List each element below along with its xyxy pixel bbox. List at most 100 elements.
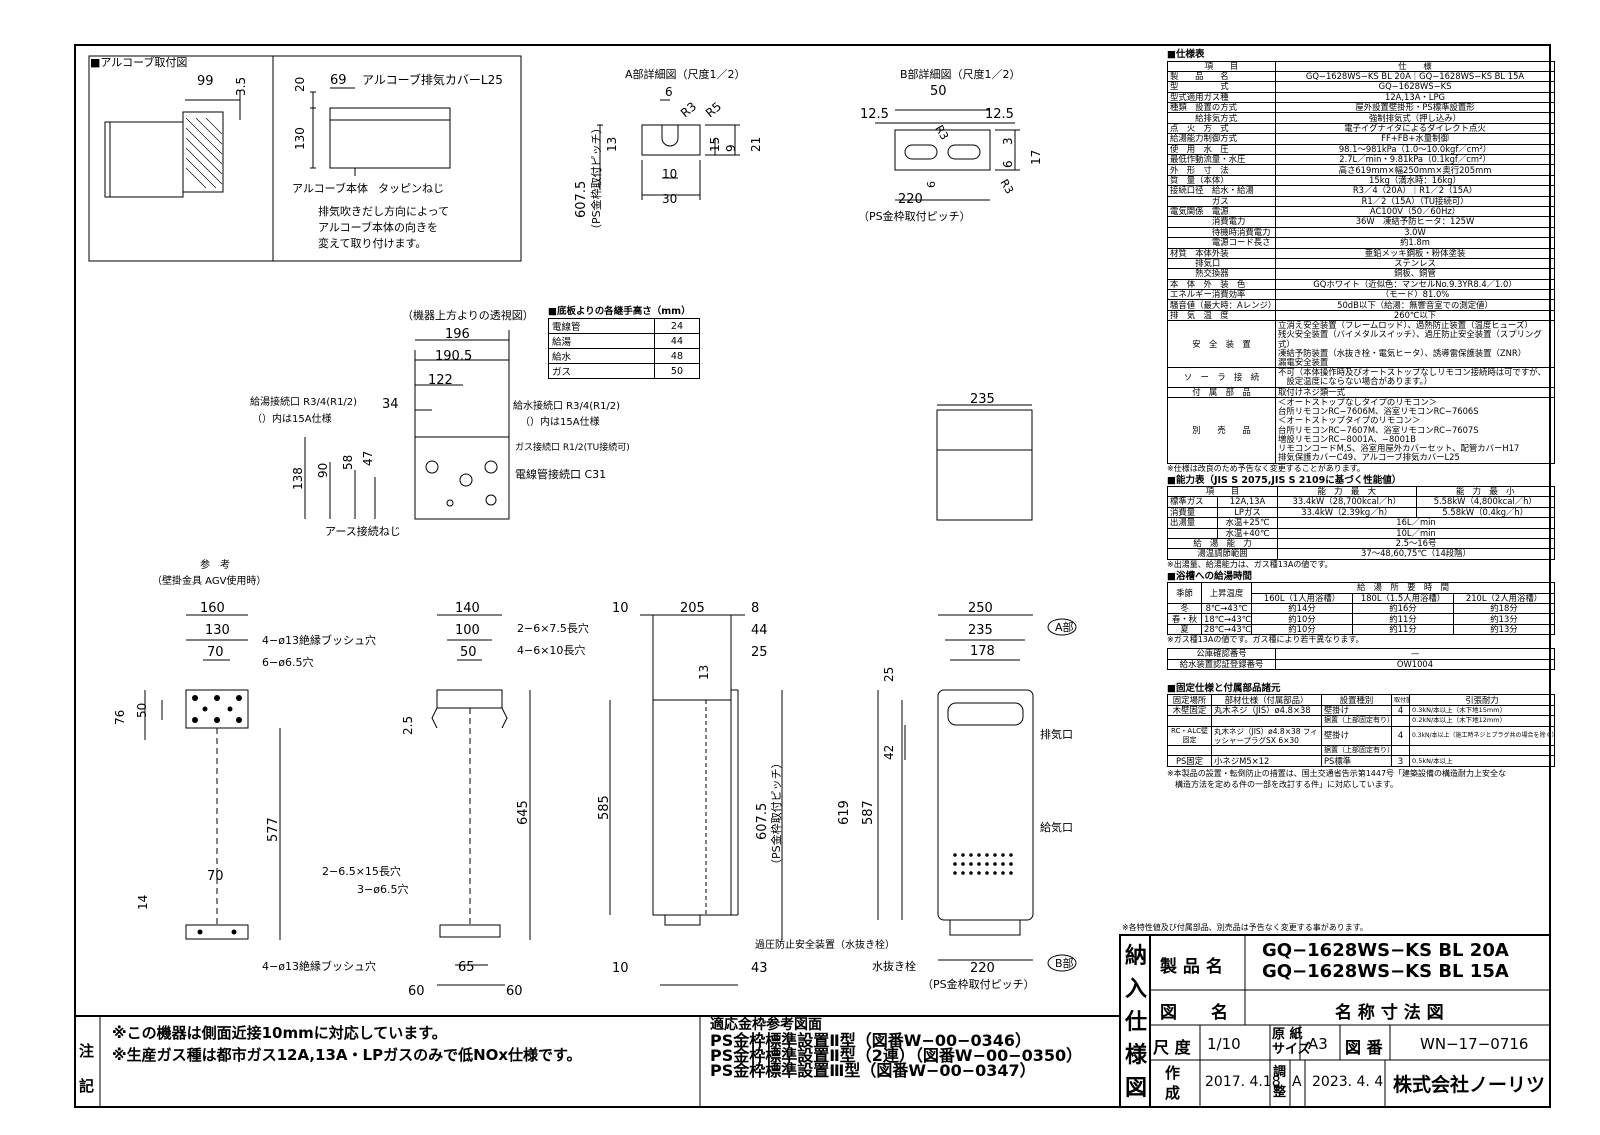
fix-cell: RC・ALC壁固定 (1167, 725, 1212, 747)
detail-a-dim-10: 10 (662, 167, 677, 181)
bath-cell: 春・秋 (1167, 613, 1202, 625)
side-slot-3: 2−6.5×15長穴 (322, 864, 401, 878)
spec-label: 給湯能力制御方式 (1167, 133, 1276, 145)
titleblock-note: ※各特性値及び付属部品、別売品は予告なく変更する事があります。 (1122, 923, 1368, 932)
fix-cell: 丸木ネジ（JIS）ø4.8×38 (1211, 704, 1322, 717)
ref-dim-70: 70 (207, 645, 224, 660)
spec-value: 260℃以下 (1275, 309, 1555, 322)
topview-hot-sub: （）内は15A仕様 (252, 412, 332, 425)
detail-a-dim-30: 30 (662, 192, 677, 206)
fix-head: 設置種別 (1321, 694, 1392, 706)
ref-dim-76: 76 (113, 710, 127, 725)
company-name: 株式会社ノーリツ (1393, 1074, 1546, 1096)
figure-name: 名 称 寸 法 図 (1335, 1003, 1444, 1023)
front-dim-619: 619 (837, 800, 852, 825)
front-dim-178: 178 (970, 644, 995, 659)
detail-b-dim-12-5-r: 12.5 (985, 107, 1014, 122)
detail-a-dim-13: 13 (605, 137, 619, 152)
bath-cell: 28℃→43℃ (1201, 623, 1252, 636)
ability-cell (1167, 527, 1218, 539)
side-slot-2: 4−6×10長穴 (517, 643, 585, 657)
ability-cell: 10L／min (1277, 527, 1555, 539)
spec-value: ステンレス (1275, 257, 1555, 270)
spec-acc-label: 付 属 部 品 (1167, 386, 1276, 399)
titleblock-side: 納 入 仕 様 図 (1122, 940, 1150, 1105)
product-name-2: GQ−1628WS−KS BL 15A (1262, 961, 1509, 982)
ability-title: ■能力表（JIS S 2075,JIS S 2109に基づく性能値） (1167, 474, 1402, 486)
bath-head: 210L（2人用浴槽） (1453, 592, 1555, 605)
detail-b-r3-top: R3 (932, 123, 951, 142)
detail-a-r5: R5 (703, 99, 724, 120)
fix-cell: 据置（上部固定有り） (1321, 715, 1392, 727)
front-dim-235: 235 (968, 623, 993, 638)
detail-a-dim-15: 15 (708, 137, 722, 152)
spec-safety-line: 残火安全装置（バイメタルスイッチ）、過圧防止安全装置（スプリング式） (1278, 329, 1542, 349)
fix-head: 部材仕様（付属部品） (1211, 694, 1322, 706)
ability-cell: 出湯量 (1167, 517, 1218, 529)
bath-cell: 約18分 (1453, 602, 1555, 615)
arcove-dim-3-5: 3.5 (234, 77, 248, 96)
spec-label: 項 目 (1167, 60, 1276, 72)
spec-label: 消費電力 (1167, 216, 1276, 228)
spec-label: 排気口 (1167, 257, 1276, 270)
note-line: ※生産ガス種は都市ガス12A,13A・LPガスのみで低NOx仕様です。 (112, 1046, 582, 1064)
side-dim-50: 50 (460, 645, 477, 660)
floor-row-label: 給水 (548, 348, 655, 364)
bath-note: ※ガス種13Aの値です。ガス種により若干異なります。 (1167, 635, 1364, 645)
spec-label: 点 火 方 式 (1167, 122, 1276, 135)
spec-value: 銅板、銅管 (1275, 268, 1555, 280)
ability-head: 能 力 最 大 (1277, 485, 1417, 498)
fix-cell (1409, 745, 1555, 757)
ability-cell: LPガス (1217, 506, 1278, 519)
side-dim-60-r: 60 (506, 984, 523, 999)
side-dim-2-5: 2.5 (401, 716, 415, 735)
front-dim-220: 220 (970, 961, 995, 976)
figure-label: 図 名 (1160, 1003, 1228, 1023)
spec-value: AC100V（50／60Hz） (1275, 205, 1555, 218)
spec-label: 電気関係 電源 (1167, 205, 1276, 218)
bath-cell: 夏 (1167, 623, 1202, 636)
fix-cell (1391, 715, 1410, 727)
adjust-date: 2023. 4. 4 (1312, 1074, 1384, 1090)
spec-value: 高さ619mm×幅250mm×奥行205mm (1275, 164, 1555, 176)
topview-dim-90: 90 (316, 463, 330, 478)
topview-dim-196: 196 (445, 327, 470, 342)
fix-cell (1167, 715, 1212, 727)
arcove-note-1: 排気吹きだし方向によって (318, 204, 449, 218)
fix-cell (1391, 745, 1410, 757)
ref-subtitle: （壁掛金具 AGV使用時） (152, 574, 266, 587)
topview-dim-138: 138 (291, 467, 305, 490)
spec-sep-line: 増設リモコンRC−8001A、−8001B (1278, 433, 1417, 444)
front-a-label: A部 (1055, 620, 1074, 634)
topview-dim-58: 58 (341, 455, 355, 470)
ability-head: 項 目 (1167, 485, 1278, 498)
notes-body: ※この機器は側面近接10mmに対応しています。 ※生産ガス種は都市ガス12A,1… (112, 1022, 582, 1066)
spec-value: 強制排気式（押し込み） (1275, 112, 1555, 124)
side-slot-1: 2−6×7.5長穴 (517, 621, 589, 635)
profile-dim-8: 8 (751, 601, 759, 616)
spec-label: 使 用 水 圧 (1167, 143, 1276, 156)
fix-cell: 小ネジM5×12 (1211, 755, 1322, 767)
titleblock-side-char: 図 (1124, 1076, 1147, 1101)
fix-cell: 壁掛け (1321, 704, 1392, 717)
topview-dim-34: 34 (382, 397, 399, 412)
fix-cell: 0.3kN/本以上（木下地15mm） (1409, 704, 1555, 717)
side-dim-100: 100 (455, 623, 480, 638)
cert-label: 給水装置認証登録番号 (1167, 658, 1276, 670)
front-b-label: B部 (1055, 956, 1074, 970)
arcove-body-label: アルコーブ本体 (292, 181, 368, 195)
fix-cell: 4 (1391, 725, 1410, 747)
spec-label: 待機時消費電力 (1167, 226, 1276, 239)
notes-label-2: 記 (79, 1077, 95, 1095)
detail-a-dim-21: 21 (749, 137, 763, 152)
floor-row-value: 50 (653, 363, 701, 379)
front-drain-label: 水抜き栓 (872, 959, 916, 973)
topview-elec-label: 電線管接続口 C31 (515, 467, 606, 481)
ability-cell: 33.4kW（2.39kg／h） (1277, 506, 1417, 519)
spec-value: 50dB以下（給湯：無響音室での測定値） (1275, 299, 1555, 311)
detail-a-dim-6: 6 (665, 85, 673, 99)
spec-label: 製 品 名 (1167, 70, 1276, 83)
